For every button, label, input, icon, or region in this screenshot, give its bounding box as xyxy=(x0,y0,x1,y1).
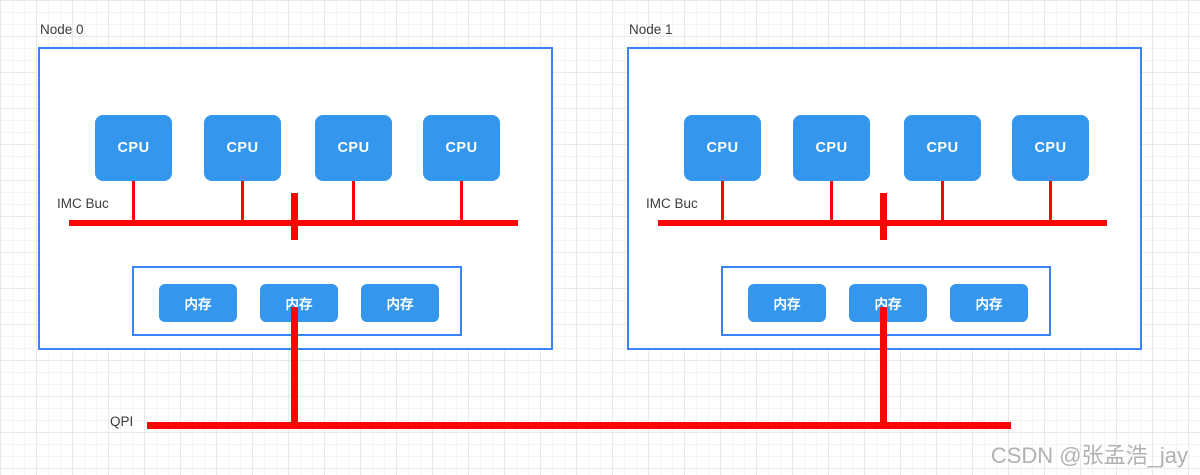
cpu-box: CPU xyxy=(315,115,392,181)
memory-box: 内存 xyxy=(260,284,338,322)
memory-container: 内存 内存 内存 xyxy=(721,266,1051,336)
qpi-bus-label: QPI xyxy=(110,414,134,429)
node-1-box: CPU CPU CPU CPU IMC Buc 内存 内存 内存 xyxy=(627,47,1142,350)
node-0-title: Node 0 xyxy=(40,22,84,37)
node-0-group: Node 0 CPU CPU CPU CPU IMC Buc 内存 内存 内存 xyxy=(38,22,553,350)
cpu-bus-connector-line xyxy=(941,181,944,221)
imc-bus-label: IMC Buc xyxy=(646,196,698,211)
node-1-title: Node 1 xyxy=(629,22,673,37)
cpu-box: CPU xyxy=(793,115,870,181)
memory-box: 内存 xyxy=(361,284,439,322)
qpi-bus-line xyxy=(147,422,1011,429)
cpu-bus-connector-line xyxy=(352,181,355,221)
cpu-box: CPU xyxy=(95,115,172,181)
cpu-bus-connector-line xyxy=(830,181,833,221)
memory-box: 内存 xyxy=(849,284,927,322)
cpu-box: CPU xyxy=(904,115,981,181)
memory-box: 内存 xyxy=(950,284,1028,322)
cpu-box: CPU xyxy=(423,115,500,181)
memory-box: 内存 xyxy=(748,284,826,322)
cpu-bus-connector-line xyxy=(1049,181,1052,221)
cpu-bus-connector-line xyxy=(241,181,244,221)
memory-box: 内存 xyxy=(159,284,237,322)
node-1-group: Node 1 CPU CPU CPU CPU IMC Buc 内存 内存 内存 xyxy=(627,22,1142,350)
cpu-box: CPU xyxy=(1012,115,1089,181)
node-0-memory-trunk-line xyxy=(291,193,298,240)
node-1-qpi-trunk-line xyxy=(880,307,887,429)
cpu-bus-connector-line xyxy=(132,181,135,221)
cpu-box: CPU xyxy=(684,115,761,181)
node-1-memory-trunk-line xyxy=(880,193,887,240)
node-0-qpi-trunk-line xyxy=(291,307,298,429)
cpu-bus-connector-line xyxy=(460,181,463,221)
csdn-watermark: CSDN @张孟浩_jay xyxy=(990,443,1188,468)
cpu-box: CPU xyxy=(204,115,281,181)
imc-bus-label: IMC Buc xyxy=(57,196,109,211)
cpu-bus-connector-line xyxy=(721,181,724,221)
